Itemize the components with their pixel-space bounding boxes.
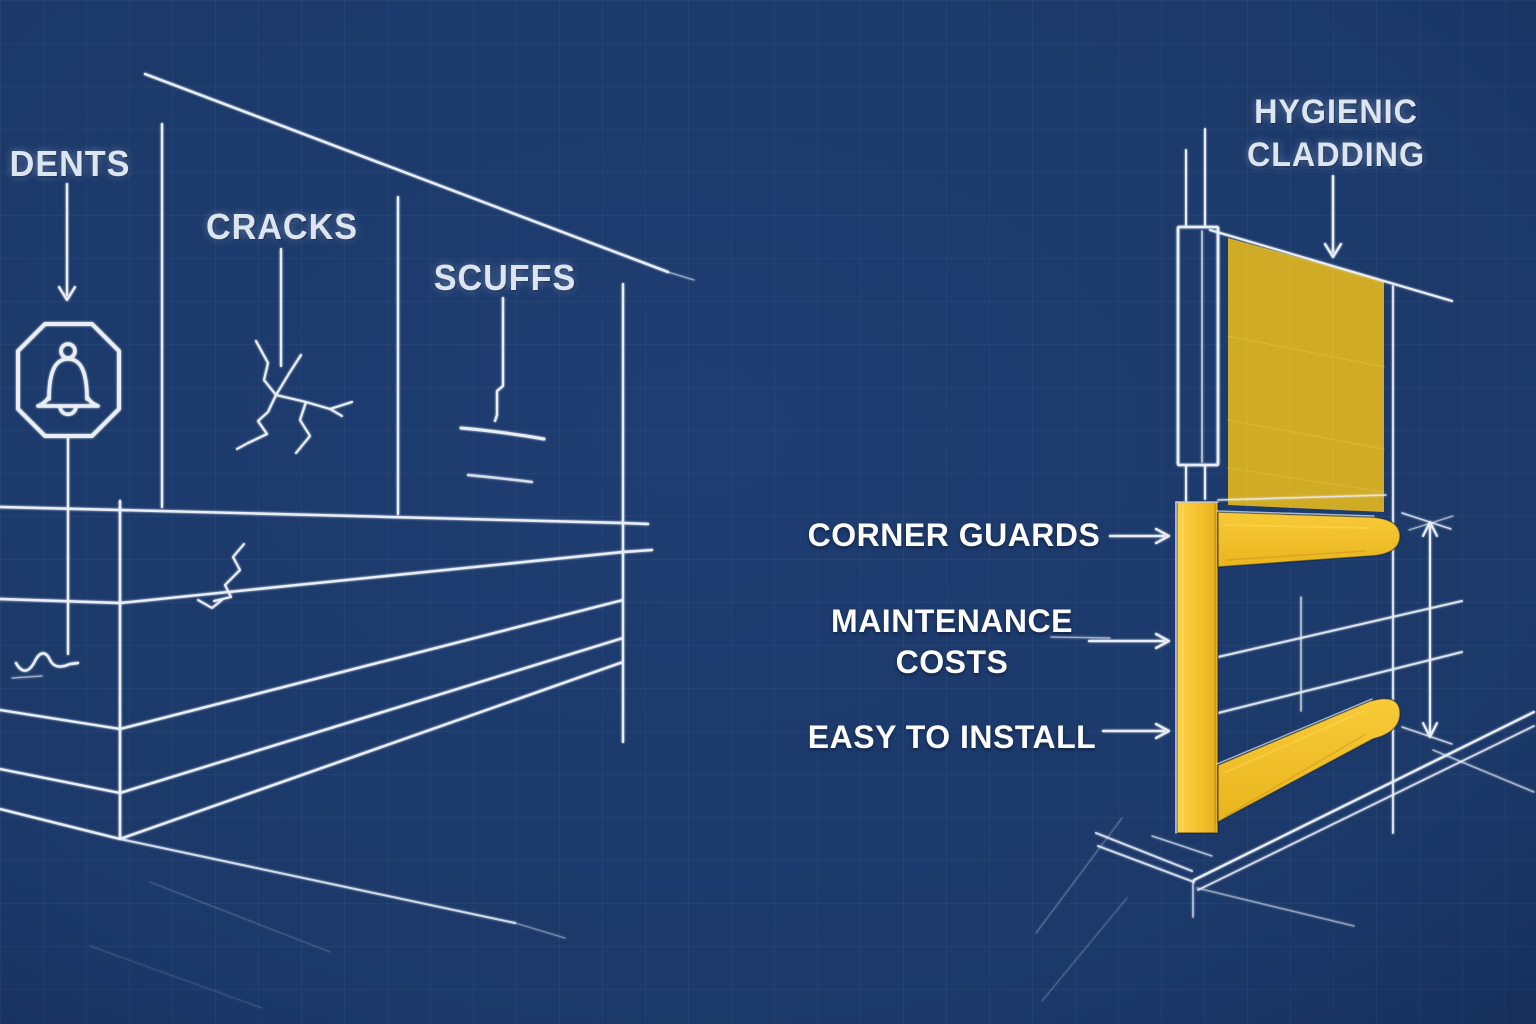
baseboard-line-2 — [0, 636, 625, 795]
corner-guards-label: CORNER GUARDS — [807, 517, 1101, 553]
octagon-badge — [16, 322, 121, 438]
ceiling-line — [143, 72, 670, 274]
dents-label: DENTS — [9, 143, 131, 184]
floor-scratch-1 — [149, 881, 331, 953]
dent-mark — [14, 652, 80, 672]
wall-mid-line-1 — [1217, 600, 1463, 658]
wall-guard-bottom-rail — [1216, 697, 1401, 824]
protected-wall-drawing — [1035, 128, 1536, 1002]
wall-guard-top-rail — [1216, 510, 1401, 568]
cladding-bottom-line — [1217, 494, 1387, 501]
corner-guard-post — [1175, 501, 1219, 834]
floor-lines-right — [1035, 710, 1536, 1002]
baseboard-line-1 — [0, 598, 625, 731]
dimension-line — [1401, 512, 1535, 793]
wall-mid-line-2 — [1217, 651, 1463, 714]
floor-corner-diagonal — [119, 838, 516, 924]
easy-to-install-arrow-icon — [1101, 722, 1171, 740]
wall-top-edge-line — [1208, 228, 1454, 303]
hygienic-cladding-label: HYGIENIC CLADDING — [1246, 93, 1426, 174]
scuff-mark-1 — [459, 426, 546, 441]
floor-corner-diagonal-fade — [514, 922, 566, 939]
cladding-panel — [1227, 238, 1385, 512]
wainscot-bottom-line — [0, 548, 654, 605]
bell-icon — [36, 342, 100, 417]
maintenance-costs-label: MAINTENANCE COSTS — [831, 603, 1073, 680]
dent-mark-shadow — [11, 675, 43, 679]
wainscot-top-line — [0, 505, 650, 526]
crack-mark-small — [197, 543, 245, 609]
corner-guards-arrow-icon — [1108, 527, 1171, 545]
scuffs-leader-line — [493, 296, 505, 423]
ceiling-line-fade — [667, 271, 695, 281]
dents-arrow-icon — [57, 182, 77, 302]
damaged-wall-drawing — [0, 72, 695, 1009]
scuff-mark-2 — [466, 473, 534, 484]
hygienic-cladding-arrow-icon — [1323, 174, 1343, 259]
scuffs-label: SCUFFS — [433, 257, 577, 298]
floor-scratch-2 — [89, 945, 263, 1009]
crack-mark — [235, 339, 354, 455]
cracks-label: CRACKS — [205, 206, 359, 247]
maintenance-costs-arrow-icon — [1050, 632, 1171, 650]
wall-corner-post-outline — [1176, 225, 1220, 467]
easy-to-install-label: EASY TO INSTALL — [807, 719, 1097, 755]
